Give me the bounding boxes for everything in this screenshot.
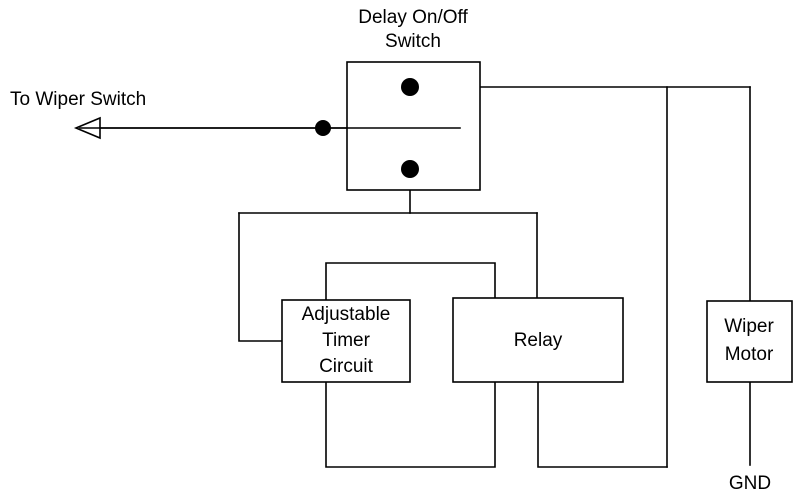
relay-label: Relay (514, 330, 563, 351)
switch-terminal-top-dot (401, 78, 419, 96)
ground-label: GND (729, 473, 771, 494)
wiper-switch-junction-dot (315, 120, 331, 136)
switch-terminal-bottom-dot (401, 160, 419, 178)
to-wiper-switch-label: To Wiper Switch (10, 89, 146, 110)
timer-label-line-2: Timer (322, 330, 371, 351)
wire-timer-bottom-return (325, 381, 496, 468)
wiper-motor-box (706, 300, 793, 383)
wiper-motor-label-line-2: Motor (725, 344, 774, 365)
adjustable-timer-circuit-box (281, 299, 411, 383)
timer-label-line-3: Circuit (319, 356, 374, 377)
diagram-title-line-2: Switch (385, 31, 441, 52)
timer-label-line-1: Adjustable (302, 304, 391, 325)
wire-timer-top-to-relay-top (325, 262, 496, 301)
diagram-title-line-1: Delay On/Off (358, 7, 468, 28)
wiper-motor-label-line-1: Wiper (724, 316, 774, 337)
relay-box (452, 297, 624, 383)
wire-relay-bottom-to-return-bus (537, 381, 668, 468)
wire-bus-left-to-timer-input (238, 212, 283, 342)
